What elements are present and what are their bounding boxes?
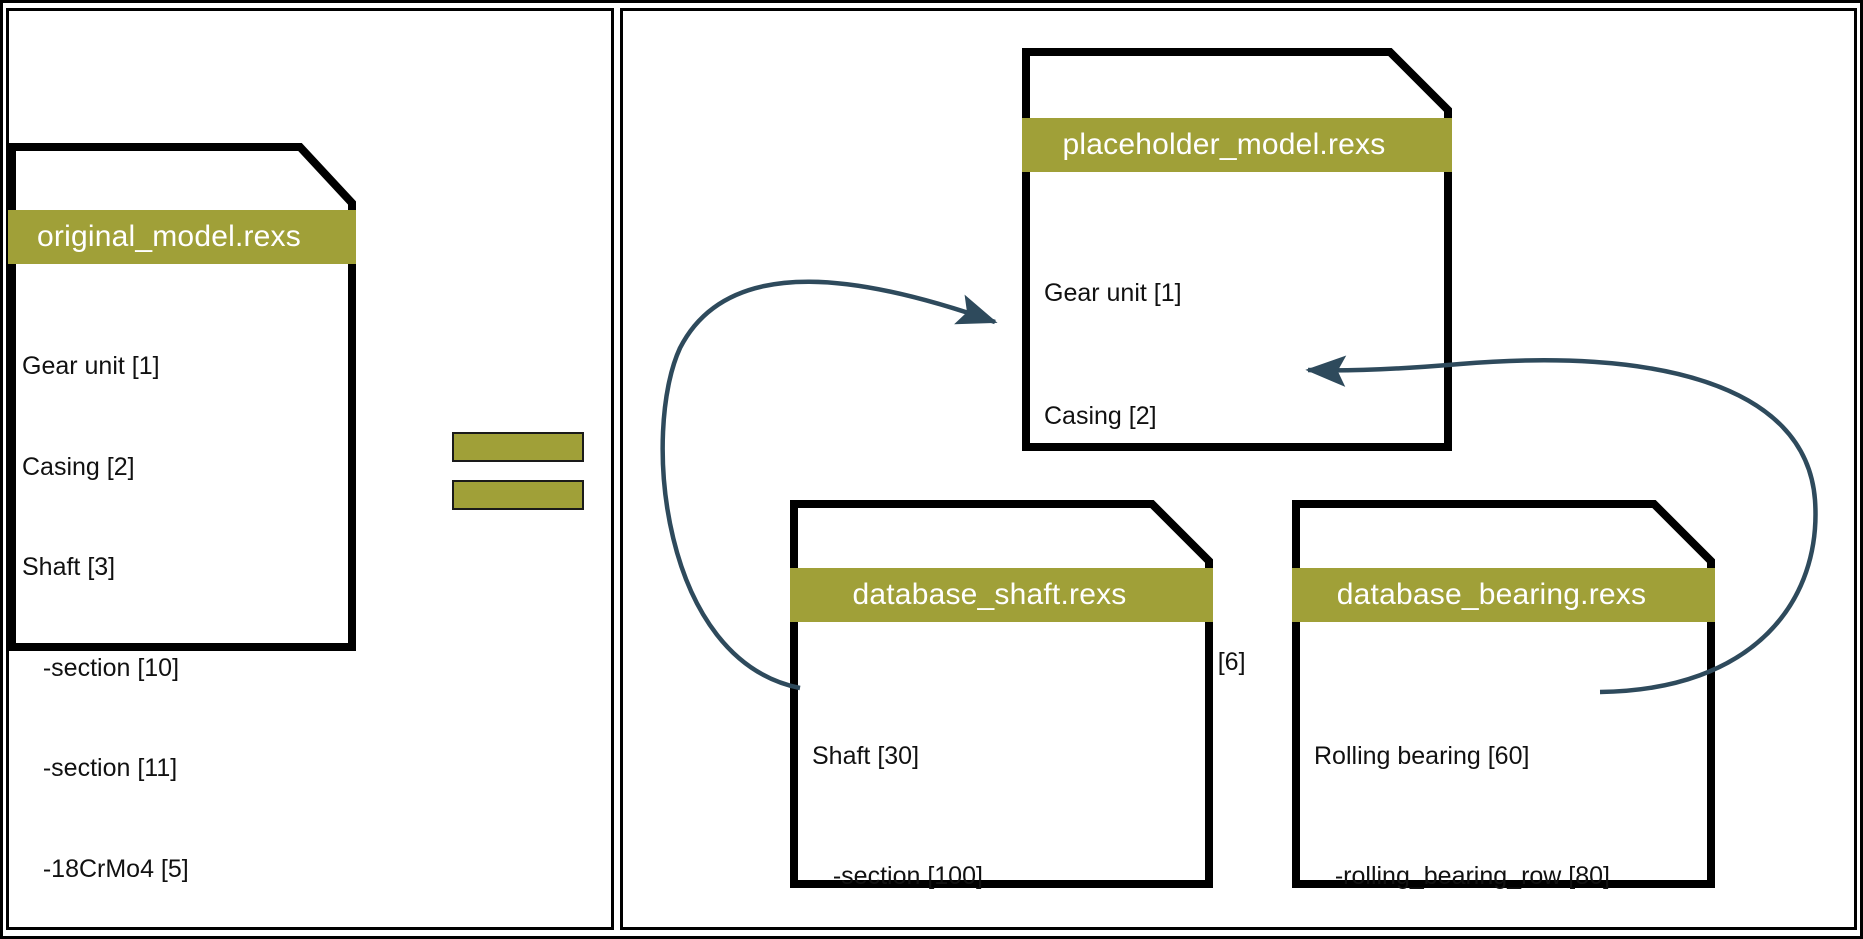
document-card-original-model[interactable]: original_model.rexs Gear unit [1] Casing… [8, 143, 356, 883]
doc-line: Gear unit [1] [1044, 279, 1182, 307]
document-title-placeholder-model: placeholder_model.rexs [1022, 118, 1452, 172]
equals-bar-top [452, 432, 584, 462]
equals-sign [452, 432, 584, 510]
doc-line: Shaft [30] [812, 742, 920, 770]
doc-line: Casing [2] [22, 452, 135, 481]
document-title-database-shaft: database_shaft.rexs [790, 568, 1213, 622]
doc-line: -18CrMo4 [5] [22, 854, 189, 883]
equals-bar-bottom [452, 480, 584, 510]
doc-line: -section [10] [22, 653, 180, 682]
doc-line: Rolling bearing [60] [1314, 742, 1530, 770]
doc-line: Gear unit [1] [22, 352, 160, 380]
document-outline-icon [8, 143, 356, 651]
doc-line: -rolling_bearing_row [80] [1314, 862, 1610, 890]
document-title-database-bearing: database_bearing.rexs [1292, 568, 1715, 622]
doc-line: Casing [2] [1044, 402, 1157, 430]
document-card-database-shaft[interactable]: database_shaft.rexs Shaft [30] -section … [790, 500, 1213, 890]
document-card-database-bearing[interactable]: database_bearing.rexs Rolling bearing [6… [1292, 500, 1715, 890]
document-title-original-model: original_model.rexs [8, 210, 356, 264]
document-body-database-bearing: Rolling bearing [60] -rolling_bearing_ro… [1314, 656, 1714, 939]
doc-line: Shaft [3] [22, 553, 116, 581]
doc-line: -section [11] [22, 754, 178, 782]
document-card-placeholder-model[interactable]: placeholder_model.rexs Gear unit [1] Cas… [1022, 48, 1452, 676]
doc-line: -section [100] [812, 862, 983, 890]
document-body-original-model: Gear unit [1] Casing [2] Shaft [3] -sect… [22, 283, 352, 939]
document-body-database-shaft: Shaft [30] -section [100] -section [110]… [812, 656, 1207, 939]
